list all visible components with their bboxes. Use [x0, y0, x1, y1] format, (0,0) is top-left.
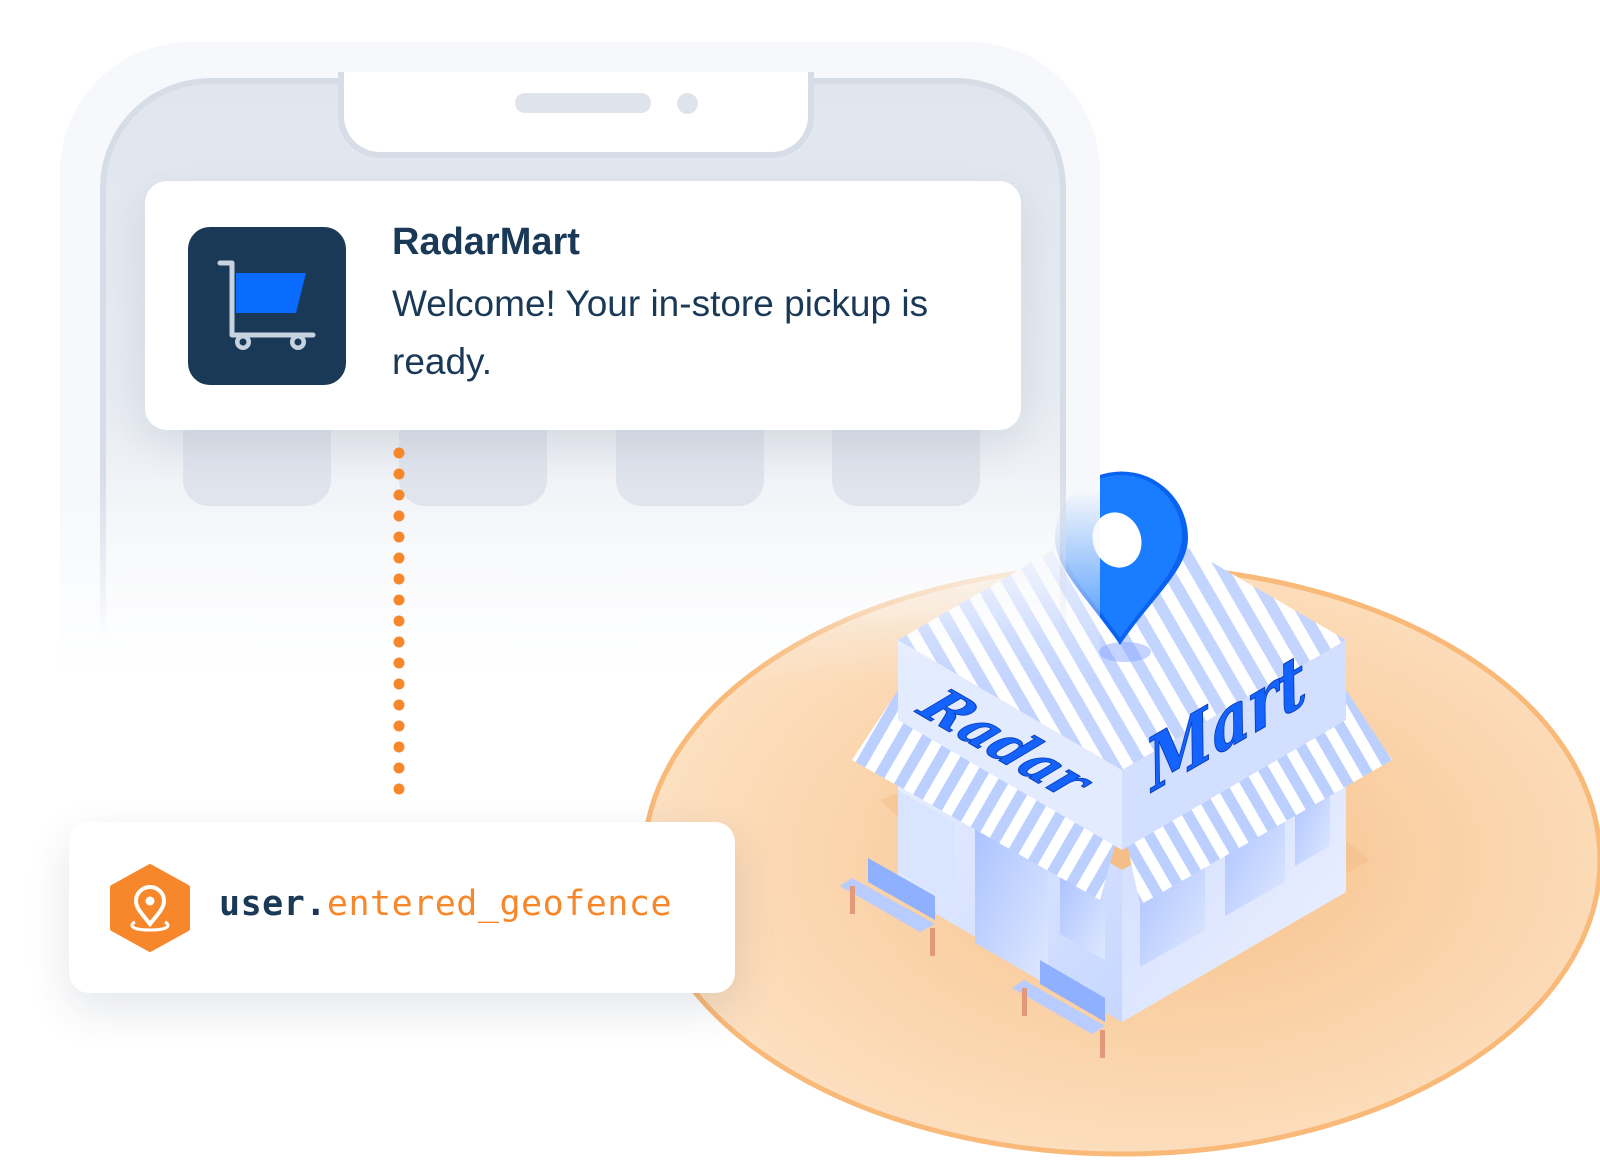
bench-right: [1012, 960, 1105, 1058]
phone-camera: [677, 93, 698, 114]
awning-right: [1122, 690, 1392, 905]
event-connector: [393, 447, 405, 795]
push-notification[interactable]: RadarMart Welcome! Your in-store pickup …: [145, 181, 1021, 430]
app-icon: [188, 227, 346, 385]
event-type: entered_geofence: [326, 884, 673, 924]
awning-left: [852, 690, 1122, 900]
geofence-pin-icon: [110, 864, 190, 952]
event-object: user: [219, 884, 306, 924]
phone-notch: [338, 72, 814, 158]
event-name: user.entered_geofence: [219, 884, 672, 924]
bench-left: [840, 858, 935, 956]
notification-title: RadarMart: [392, 221, 580, 263]
event-card: user.entered_geofence: [69, 822, 735, 993]
phone-speaker: [515, 93, 651, 113]
event-separator: .: [305, 884, 327, 924]
shopping-cart-icon: [217, 260, 316, 350]
notification-message: Welcome! Your in-store pickup is ready.: [392, 283, 929, 382]
